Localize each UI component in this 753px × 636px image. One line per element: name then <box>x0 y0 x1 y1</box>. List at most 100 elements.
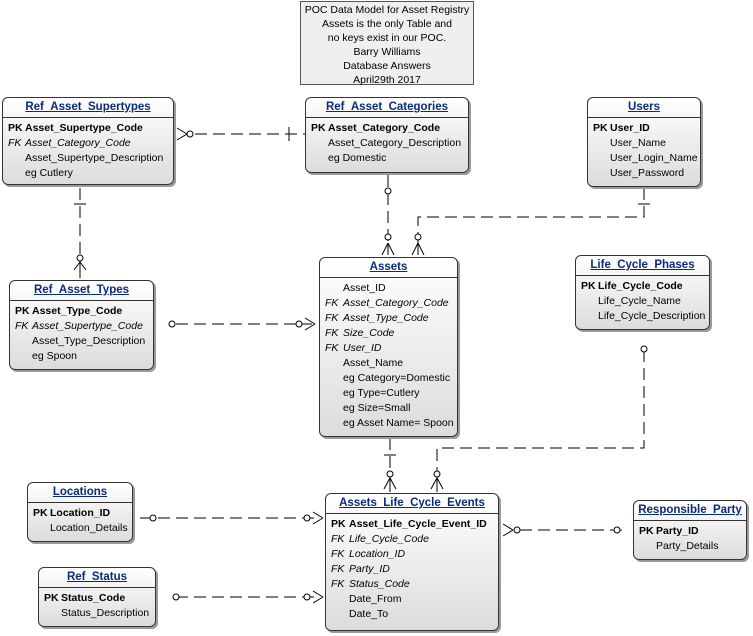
column-name: eg Type=Cutlery <box>343 387 420 399</box>
diagram-note: POC Data Model for Asset Registry Assets… <box>300 1 474 86</box>
column-name: Asset_Life_Cycle_Event_ID <box>349 518 487 530</box>
entity-title-text: Locations <box>52 486 108 498</box>
note-line: Barry Williams <box>353 46 421 58</box>
column-name: Life_Cycle_Code <box>598 280 683 292</box>
column-name: eg Spoon <box>32 350 77 362</box>
column-name: Party_Details <box>656 540 719 552</box>
column-name: Asset_Type_Description <box>32 335 146 347</box>
column-row: eg Domestic <box>306 151 468 166</box>
key-marker: PK <box>331 518 346 530</box>
column-name: Asset_ID <box>343 282 386 294</box>
note-line: Database Answers <box>343 60 431 72</box>
column-name: Location_ID <box>349 548 406 560</box>
column-row: User_Login_Name <box>588 151 700 166</box>
key-marker: PK <box>311 122 326 134</box>
key-marker: FK <box>325 312 339 324</box>
rel-phases-events <box>436 350 645 480</box>
entity-title-text: Assets_Life_Cycle_Events <box>339 497 485 509</box>
key-marker: FK <box>325 297 339 309</box>
column-name: User_ID <box>343 342 382 354</box>
key-marker: FK <box>325 327 339 339</box>
column-name: User_Login_Name <box>610 152 698 164</box>
column-name: Asset_Supertype_Code <box>32 320 143 332</box>
column-name: eg Cutlery <box>25 167 73 179</box>
column-name: Party_ID <box>349 563 390 575</box>
column-name: Status_Code <box>61 592 126 604</box>
entity-title: Ref_Asset_Categories <box>306 98 468 118</box>
column-name: Asset_Category_Code <box>25 137 131 149</box>
column-row: Date_To <box>326 607 498 622</box>
column-row: eg Size=Small <box>320 401 457 416</box>
key-marker: FK <box>331 548 345 560</box>
key-marker: FK <box>15 320 29 332</box>
column-name: Status_Description <box>61 607 150 619</box>
entity-title: Ref_Asset_Types <box>10 281 153 301</box>
column-name: eg Asset Name= Spoon <box>343 417 454 429</box>
entity-title: Users <box>588 98 700 118</box>
entity-title-text: Life_Cycle_Phases <box>590 259 695 271</box>
entity-title-text: Ref_Status <box>66 571 128 583</box>
column-row: Asset_Category_Description <box>306 136 468 151</box>
column-name: Asset_Supertype_Code <box>25 122 143 134</box>
column-name: Life_Cycle_Code <box>349 533 429 545</box>
entity-title-text: Ref_Asset_Supertypes <box>25 101 151 113</box>
entity-title: Locations <box>28 483 132 503</box>
key-marker: PK <box>639 525 654 537</box>
column-row: eg Asset Name= Spoon <box>320 416 457 431</box>
key-marker: PK <box>8 122 23 134</box>
note-line: no keys exist in our POC. <box>327 32 447 44</box>
column-name: Life_Cycle_Description <box>598 310 706 322</box>
note-line: Assets is the only Table and <box>322 18 452 30</box>
column-row: Life_Cycle_Name <box>576 294 709 309</box>
entity-title-text: Ref_Asset_Categories <box>325 101 449 113</box>
column-row: Location_Details <box>28 521 132 536</box>
column-name: Date_From <box>349 593 402 605</box>
column-name: Asset_Name <box>343 357 404 369</box>
entity-title-text: Assets <box>369 261 408 273</box>
column-row: eg Type=Cutlery <box>320 386 457 401</box>
column-row: FK Location_ID <box>326 547 498 562</box>
key-marker: PK <box>44 592 59 604</box>
key-marker: PK <box>593 122 608 134</box>
column-name: Date_To <box>349 608 389 620</box>
column-name: User_Name <box>610 137 667 149</box>
column-name: Asset_Category_Code <box>328 122 441 134</box>
column-name: Asset_Type_Code <box>343 312 429 324</box>
column-name: Life_Cycle_Name <box>598 295 681 307</box>
column-name: Asset_Supertype_Description <box>25 152 164 164</box>
entity-title: Assets_Life_Cycle_Events <box>326 494 498 514</box>
key-marker: PK <box>33 507 48 519</box>
key-marker: PK <box>581 280 596 292</box>
column-row: Asset_Supertype_Description <box>3 151 173 166</box>
column-row: User_Password <box>588 166 700 181</box>
